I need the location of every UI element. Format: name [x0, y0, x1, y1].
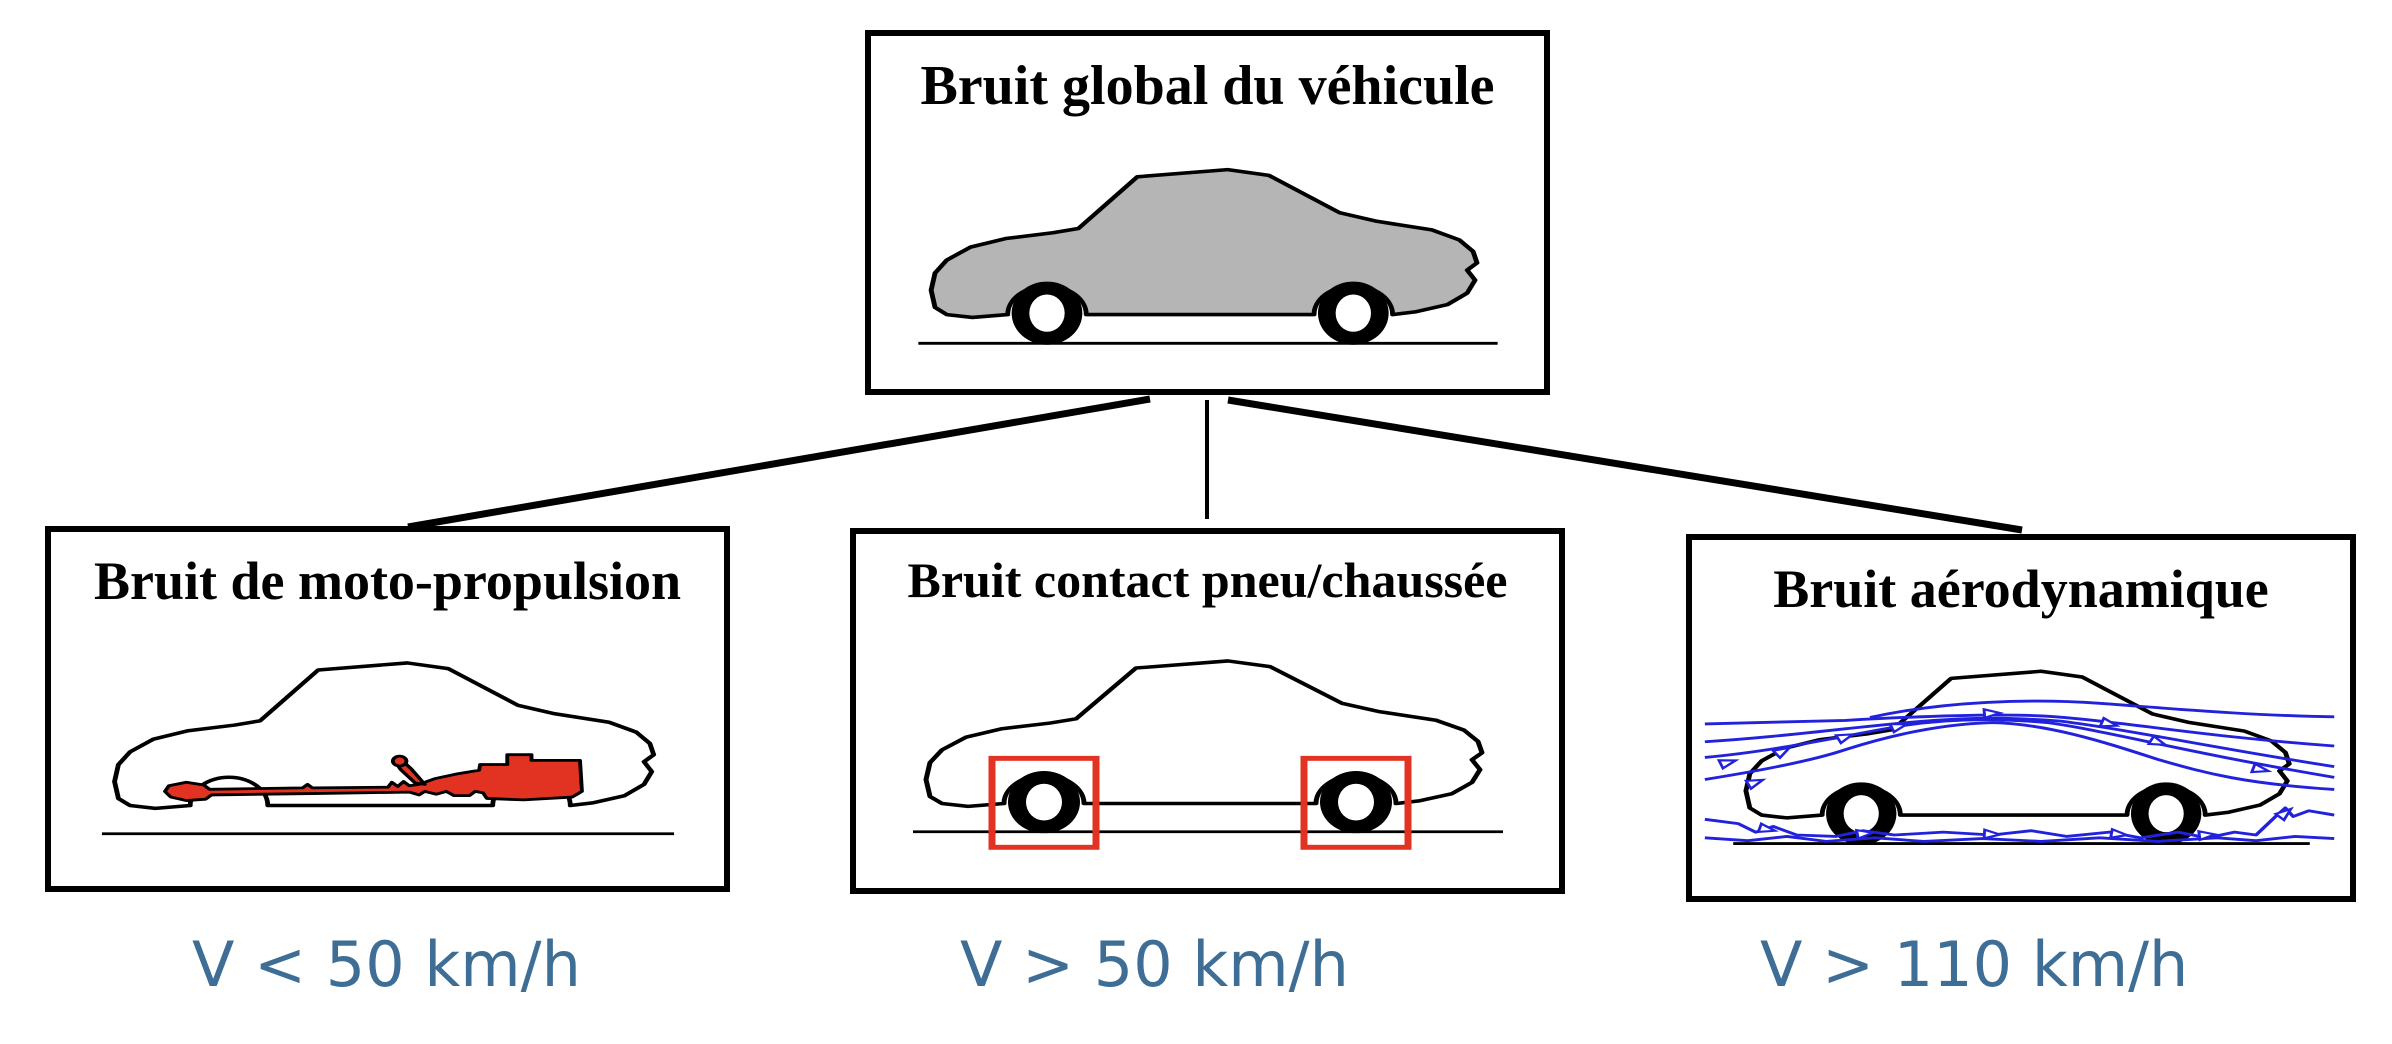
- speed-label-motopropulsion: V < 50 km/h: [192, 928, 581, 1001]
- speed-label-tyre-road: V > 50 km/h: [960, 928, 1349, 1001]
- gear-knob-highlight: [390, 754, 408, 768]
- node-title: Bruit contact pneu/chaussée: [907, 552, 1508, 608]
- node-motopropulsion-noise: Bruit de moto-propulsion: [45, 526, 730, 892]
- car-wheels-boxed-red-icon: [912, 620, 1503, 850]
- car-airflow-streamlines-icon: [1703, 630, 2335, 846]
- gray-sedan-car-icon: [917, 128, 1498, 346]
- node-aerodynamic-noise: Bruit aérodynamique: [1686, 534, 2356, 902]
- speed-label-aerodynamic: V > 110 km/h: [1760, 928, 2189, 1001]
- rear-wheel: [1007, 770, 1080, 833]
- front-wheel-highlight-box: [1300, 755, 1411, 850]
- rear-wheel-highlight-box: [988, 755, 1099, 850]
- front-wheel: [1317, 281, 1389, 346]
- node-title: Bruit aérodynamique: [1773, 559, 2269, 619]
- airflow-streamlines: [1703, 699, 2335, 843]
- node-title: Bruit global du véhicule: [920, 55, 1495, 117]
- connector-left: [407, 395, 1151, 531]
- car-engine-drivetrain-highlighted-icon: [101, 622, 674, 836]
- node-tyre-road-noise: Bruit contact pneu/chaussée: [850, 528, 1565, 894]
- node-global-vehicle-noise: Bruit global du véhicule: [865, 30, 1550, 395]
- rear-wheel: [1011, 281, 1082, 346]
- engine-drivetrain-highlight: [162, 753, 584, 803]
- node-title: Bruit de moto-propulsion: [93, 551, 682, 611]
- front-wheel: [1319, 770, 1392, 833]
- connector-right: [1227, 396, 2023, 534]
